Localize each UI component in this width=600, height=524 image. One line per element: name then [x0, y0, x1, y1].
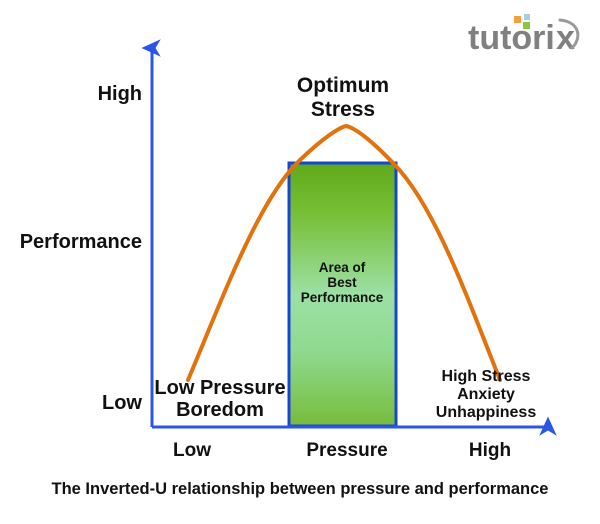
logo-square-orange — [514, 16, 521, 23]
logo-wordmark: tutori — [468, 19, 555, 56]
tutorix-logo: tutori x — [468, 14, 580, 56]
logo-square-green — [523, 22, 530, 29]
inverted-u-curve — [186, 123, 502, 382]
region-line-2: Best — [327, 275, 357, 291]
high-stress-line-1: High Stress — [441, 368, 531, 385]
logo-letter-x: x — [556, 19, 575, 56]
logo-swoosh-icon — [558, 18, 580, 50]
x-axis-high-label: High — [468, 440, 512, 461]
logo-square-blue — [524, 14, 530, 20]
optimum-stress-line-2: Stress — [310, 97, 376, 121]
best-performance-region — [287, 161, 398, 428]
region-line-1: Area of — [318, 260, 366, 275]
region-line-3: Performance — [300, 290, 384, 306]
low-pressure-line-2: Boredom — [176, 399, 264, 422]
optimum-stress-label: Optimum Stress — [268, 74, 418, 121]
high-stress-line-2: Anxiety — [457, 385, 515, 403]
high-stress-line-3: Unhappiness — [435, 403, 537, 421]
y-axis-low-label: Low — [102, 392, 142, 414]
x-axis-title: Pressure — [306, 440, 388, 461]
low-pressure-line-1: Low Pressure — [154, 377, 286, 399]
low-pressure-boredom-label: Low Pressure Boredom — [150, 377, 290, 422]
y-axis-title: Performance — [19, 231, 142, 253]
area-best-performance-label: Area of Best Performance — [288, 260, 396, 305]
high-stress-anxiety-label: High Stress Anxiety Unhappiness — [416, 368, 556, 422]
y-axis-high-label: High — [97, 83, 142, 105]
optimum-stress-line-1: Optimum — [296, 74, 390, 97]
figure-caption: The Inverted-U relationship between pres… — [51, 480, 549, 498]
x-axis-low-label: Low — [173, 440, 211, 461]
